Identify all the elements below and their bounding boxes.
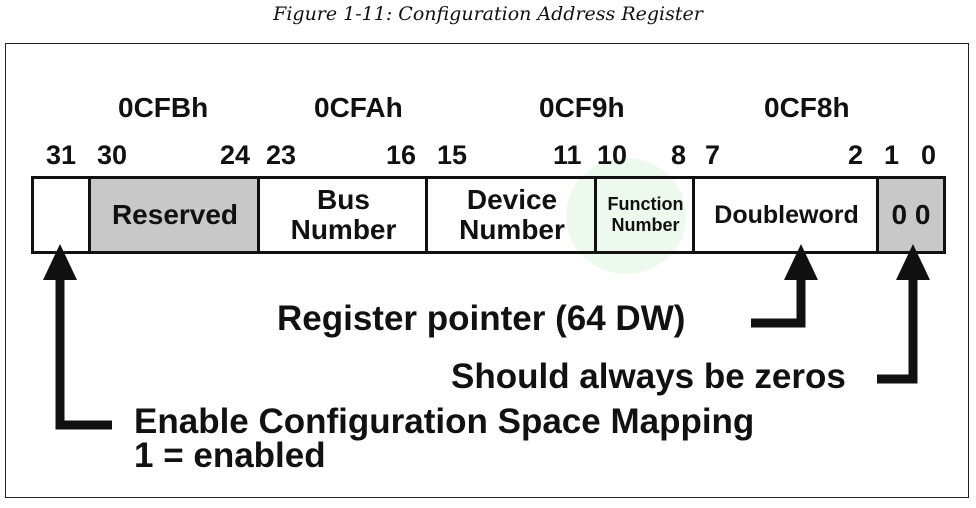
field-function-number: Function Number: [594, 176, 694, 254]
device-number-line2: Number: [459, 214, 565, 245]
enable-arrow-line: [55, 268, 112, 430]
device-number-line1: Device: [466, 184, 558, 215]
field-reserved: Reserved: [88, 176, 259, 254]
field-reserved-label: Reserved: [111, 199, 239, 230]
field-device-number-label: Device Number: [459, 185, 565, 245]
register-pointer-arrowhead: [784, 244, 818, 280]
field-device-number: Device Number: [425, 176, 596, 254]
annotation-enable-line1: Enable Configuration Space Mapping: [134, 402, 755, 441]
annotation-register-pointer: Register pointer (64 DW): [277, 299, 686, 338]
address-0cf9h: 0CF9h: [539, 92, 625, 123]
field-bus-number: Bus Number: [257, 176, 427, 254]
function-number-line1: Function: [607, 194, 684, 214]
field-doubleword: Doubleword: [692, 176, 878, 254]
annotation-enable-line2: 1 = enabled: [134, 436, 326, 475]
bit-1: 1: [884, 140, 900, 170]
annotation-always-zeros: Should always be zeros: [451, 357, 846, 396]
bit-11: 11: [553, 140, 582, 170]
address-0cfah: 0CFAh: [314, 92, 403, 123]
bit-24: 24: [220, 140, 251, 170]
function-number-line2: Number: [611, 215, 680, 235]
field-function-number-label: Function Number: [608, 194, 684, 236]
field-bus-number-label: Bus Number: [291, 185, 397, 245]
address-0cfbh: 0CFBh: [118, 92, 209, 123]
bus-number-line1: Bus: [317, 184, 370, 215]
zeros-arrow-line: [877, 268, 918, 384]
bit-15: 15: [437, 140, 468, 170]
register-pointer-arrow-line: [751, 268, 806, 328]
field-doubleword-label: Doubleword: [714, 200, 859, 229]
bit-8: 8: [671, 140, 687, 170]
bit-30: 30: [97, 140, 128, 170]
field-zeros-label: 0 0: [891, 199, 931, 230]
bit-10: 10: [597, 140, 628, 170]
bus-number-line2: Number: [290, 214, 397, 245]
bit-7: 7: [705, 140, 721, 170]
bit-0: 0: [921, 140, 937, 170]
zeros-arrowhead: [896, 244, 930, 280]
address-0cf8h: 0CF8h: [764, 92, 850, 123]
field-zeros: 0 0: [876, 176, 946, 254]
bit-31: 31: [46, 140, 77, 170]
annotation-enable: Enable Configuration Space Mapping 1 = e…: [134, 402, 755, 475]
bit-16: 16: [386, 140, 417, 170]
figure-caption: Figure 1-11: Configuration Address Regis…: [273, 3, 703, 25]
enable-arrowhead: [43, 244, 77, 280]
diagram-frame: [5, 43, 969, 498]
bit-23: 23: [266, 140, 297, 170]
bit-2: 2: [848, 140, 864, 170]
